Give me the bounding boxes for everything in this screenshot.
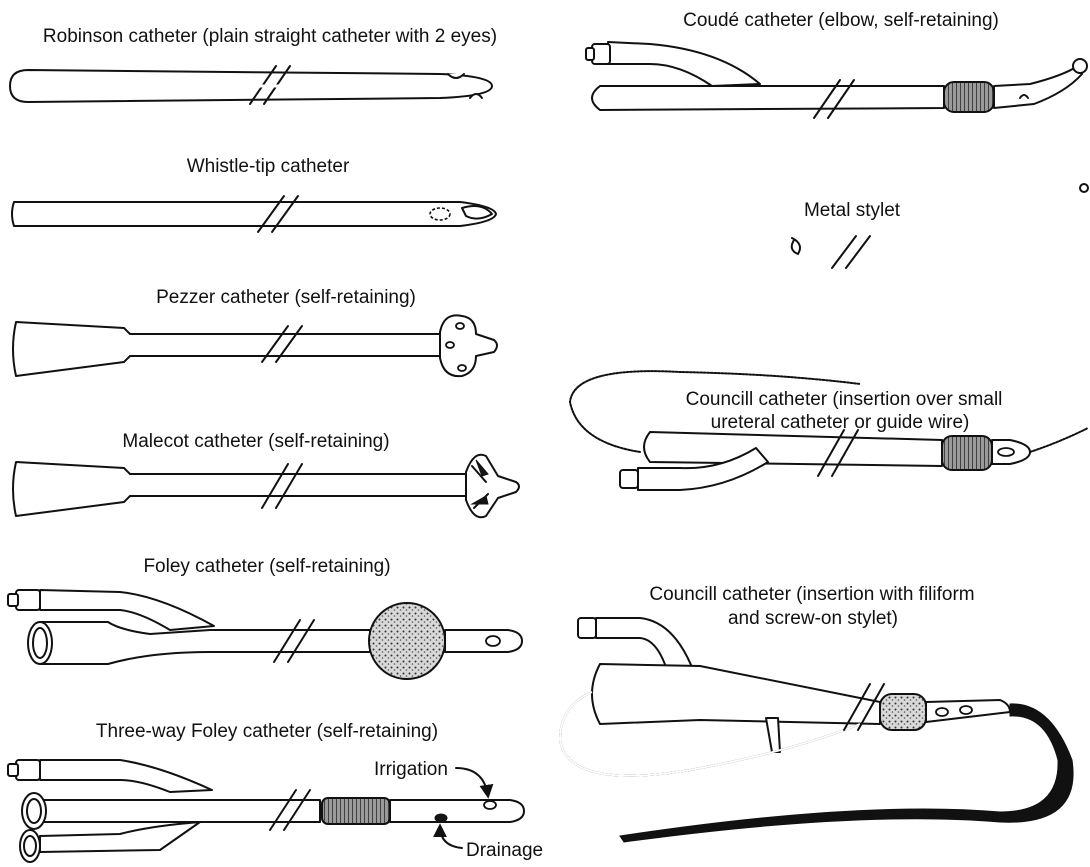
foley-label: Foley catheter (self-retaining) — [143, 556, 390, 577]
councill-1-label-line1: Councill catheter (insertion over small — [686, 389, 1003, 410]
malecot-catheter: Malecot catheter (self-retaining) — [13, 431, 519, 517]
councill-catheter-filiform: Councill catheter (insertion with filifo… — [560, 584, 1073, 842]
coude-catheter: Coudé catheter (elbow, self-retaining) — [586, 10, 1087, 118]
coude-label: Coudé catheter (elbow, self-retaining) — [683, 10, 999, 31]
councill-catheter-guide-wire: Councill catheter (insertion over small … — [570, 371, 1088, 490]
three-way-foley-catheter: Three-way Foley catheter (self-retaining… — [8, 721, 543, 862]
pezzer-label: Pezzer catheter (self-retaining) — [156, 287, 416, 308]
malecot-label: Malecot catheter (self-retaining) — [122, 431, 389, 452]
metal-stylet: Metal stylet — [584, 184, 1088, 271]
robinson-label: Robinson catheter (plain straight cathet… — [43, 26, 497, 47]
pezzer-catheter: Pezzer catheter (self-retaining) — [13, 287, 497, 376]
councill-2-label-line1: Councill catheter (insertion with filifo… — [649, 584, 974, 605]
whistle-tip-catheter: Whistle-tip catheter — [12, 156, 496, 232]
foley-catheter: Foley catheter (self-retaining) — [8, 556, 522, 679]
drainage-label: Drainage — [466, 840, 543, 861]
three-way-foley-label: Three-way Foley catheter (self-retaining… — [96, 721, 438, 742]
whistle-tip-label: Whistle-tip catheter — [187, 156, 350, 177]
irrigation-label: Irrigation — [374, 759, 448, 780]
robinson-catheter: Robinson catheter (plain straight cathet… — [10, 26, 497, 104]
councill-1-label-line2: ureteral catheter or guide wire) — [711, 412, 970, 433]
councill-2-label-line2: and screw-on stylet) — [728, 608, 898, 629]
metal-stylet-label: Metal stylet — [804, 200, 901, 221]
